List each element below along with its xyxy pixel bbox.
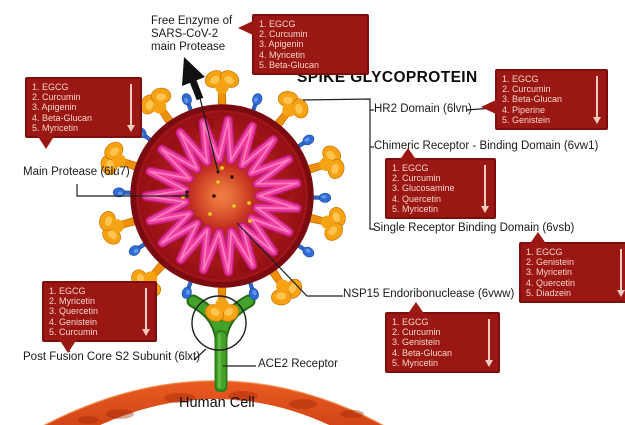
up-arrow-icon (182, 57, 220, 174)
free-enzyme-line1: Free Enzyme of (151, 15, 233, 27)
inhibitor-item: 5. Myricetin (392, 357, 439, 368)
inhibitor-item: 5. Curcumin (49, 326, 98, 337)
inhibitor-box-chimeric-rbd: 1. EGCG 2. Curcumin 3. Glucosamine 4. Qu… (385, 148, 496, 220)
main-protease-label: Main Protease (6lu7) (23, 166, 130, 178)
decrease-arrow-icon (593, 76, 600, 125)
inhibitor-item: 1. EGCG (49, 286, 86, 296)
inhibitor-item: 5. Diadzein (526, 287, 572, 298)
inhibitor-item: 3. Apigenin (32, 102, 77, 113)
inhibitor-item: 3. Apigenin (259, 39, 304, 50)
chimeric-rbd-label: Chimeric Receptor - Binding Domain (6vw1… (374, 140, 599, 152)
callout-tail (59, 339, 77, 354)
callout-tail (238, 20, 255, 36)
decrease-arrow-icon (142, 288, 149, 337)
inhibitor-item: 5. Myricetin (32, 122, 79, 133)
spike-bracket (302, 98, 375, 230)
inhibitor-item: 4. Quercetin (392, 193, 442, 204)
inhibitor-item: 5. Myricetin (392, 203, 439, 214)
inhibitor-item: 1. EGCG (32, 82, 69, 92)
virus-body (130, 104, 314, 288)
inhibitor-item: 2. Curcumin (392, 173, 441, 184)
inhibitor-item: 3. Genistein (392, 337, 441, 348)
annotation-circle (191, 295, 247, 351)
decrease-arrow-icon (481, 165, 488, 214)
callout-tail (481, 99, 498, 115)
virus-particle (99, 70, 346, 322)
inhibitor-item: 2. Curcumin (32, 92, 81, 103)
inhibitor-box-free-enzyme: 1. EGCG 2. Curcumin 3. Apigenin 4. Myric… (238, 14, 369, 76)
inhibitor-item: 3. Myricetin (526, 267, 573, 278)
single-rbd-label: Single Receptor Binding Domain (6vsb) (373, 222, 575, 234)
connector-dot (185, 194, 189, 198)
inhibitor-item: 5. Genistein (502, 114, 551, 125)
decrease-arrow-icon (127, 84, 134, 133)
free-enzyme-line3: main Protease (151, 41, 226, 53)
post-fusion-connector (193, 348, 207, 361)
nsp15-connector (236, 222, 343, 297)
inhibitor-item: 4. Quercetin (526, 277, 576, 288)
inhibitor-item: 3. Quercetin (49, 306, 99, 317)
inhibitor-item: 2. Genistein (526, 257, 575, 268)
inhibitor-box-hr2-domain: 1. EGCG 2. Curcumin 3. Beta-Glucan 4. Pi… (481, 69, 608, 131)
main-protease-connector (76, 184, 187, 197)
inhibitor-item: 4. Genistein (49, 316, 98, 327)
inhibitor-box-nsp15: 1. EGCG 2. Curcumin 3. Genistein 4. Beta… (385, 302, 500, 374)
inhibitor-item: 3. Glucosamine (392, 183, 455, 194)
inhibitor-item: 1. EGCG (392, 317, 429, 327)
callout-tail (407, 302, 425, 315)
free-enzyme-label: Free Enzyme of SARS-CoV-2 main Protease (151, 15, 241, 54)
decrease-arrow-icon (617, 249, 624, 298)
decrease-arrow-icon (485, 319, 492, 368)
inhibitor-item: 2. Curcumin (392, 327, 441, 338)
ace2-receptor-label: ACE2 Receptor (258, 358, 338, 370)
rna-coil (141, 115, 302, 277)
hr2-domain-label: HR2 Domain (6lvn) (374, 103, 472, 115)
inhibitor-box-post-fusion: 1. EGCG 2. Myricetin 3. Quercetin 4. Gen… (42, 281, 157, 354)
inhibitor-item: 4. Beta-Glucan (392, 347, 453, 358)
callout-tail (529, 232, 547, 245)
nsp15-label: NSP15 Endoribonuclease (6vww) (343, 288, 515, 300)
inhibitor-item: 1. EGCG (526, 247, 563, 257)
inhibitor-box-single-rbd: 1. EGCG 2. Genistein 3. Myricetin 4. Que… (519, 232, 625, 304)
inhibitor-item: 1. EGCG (502, 74, 539, 84)
inhibitor-item: 2. Curcumin (259, 29, 308, 40)
inhibitor-item: 2. Myricetin (49, 296, 96, 307)
post-fusion-label: Post Fusion Core S2 Subunit (6lxt) (23, 351, 201, 363)
human-cell-label: Human Cell (179, 395, 255, 411)
inhibitor-item: 4. Beta-Glucan (32, 112, 93, 123)
inhibitor-item: 1. EGCG (259, 19, 296, 29)
inhibitor-item: 3. Beta-Glucan (502, 94, 563, 105)
inhibitor-box-main-protease: 1. EGCG 2. Curcumin 3. Apigenin 4. Beta-… (25, 77, 142, 150)
inhibitor-item: 4. Piperine (502, 104, 546, 115)
inhibitor-item: 4. Myricetin (259, 49, 306, 60)
free-enzyme-line2: SARS-CoV-2 (151, 28, 219, 40)
inhibitor-item: 1. EGCG (392, 163, 429, 173)
callout-tail (399, 148, 417, 161)
inhibitor-item: 2. Curcumin (502, 84, 551, 95)
callout-tail (37, 135, 55, 150)
inhibitor-item: 5. Beta-Glucan (259, 59, 320, 70)
